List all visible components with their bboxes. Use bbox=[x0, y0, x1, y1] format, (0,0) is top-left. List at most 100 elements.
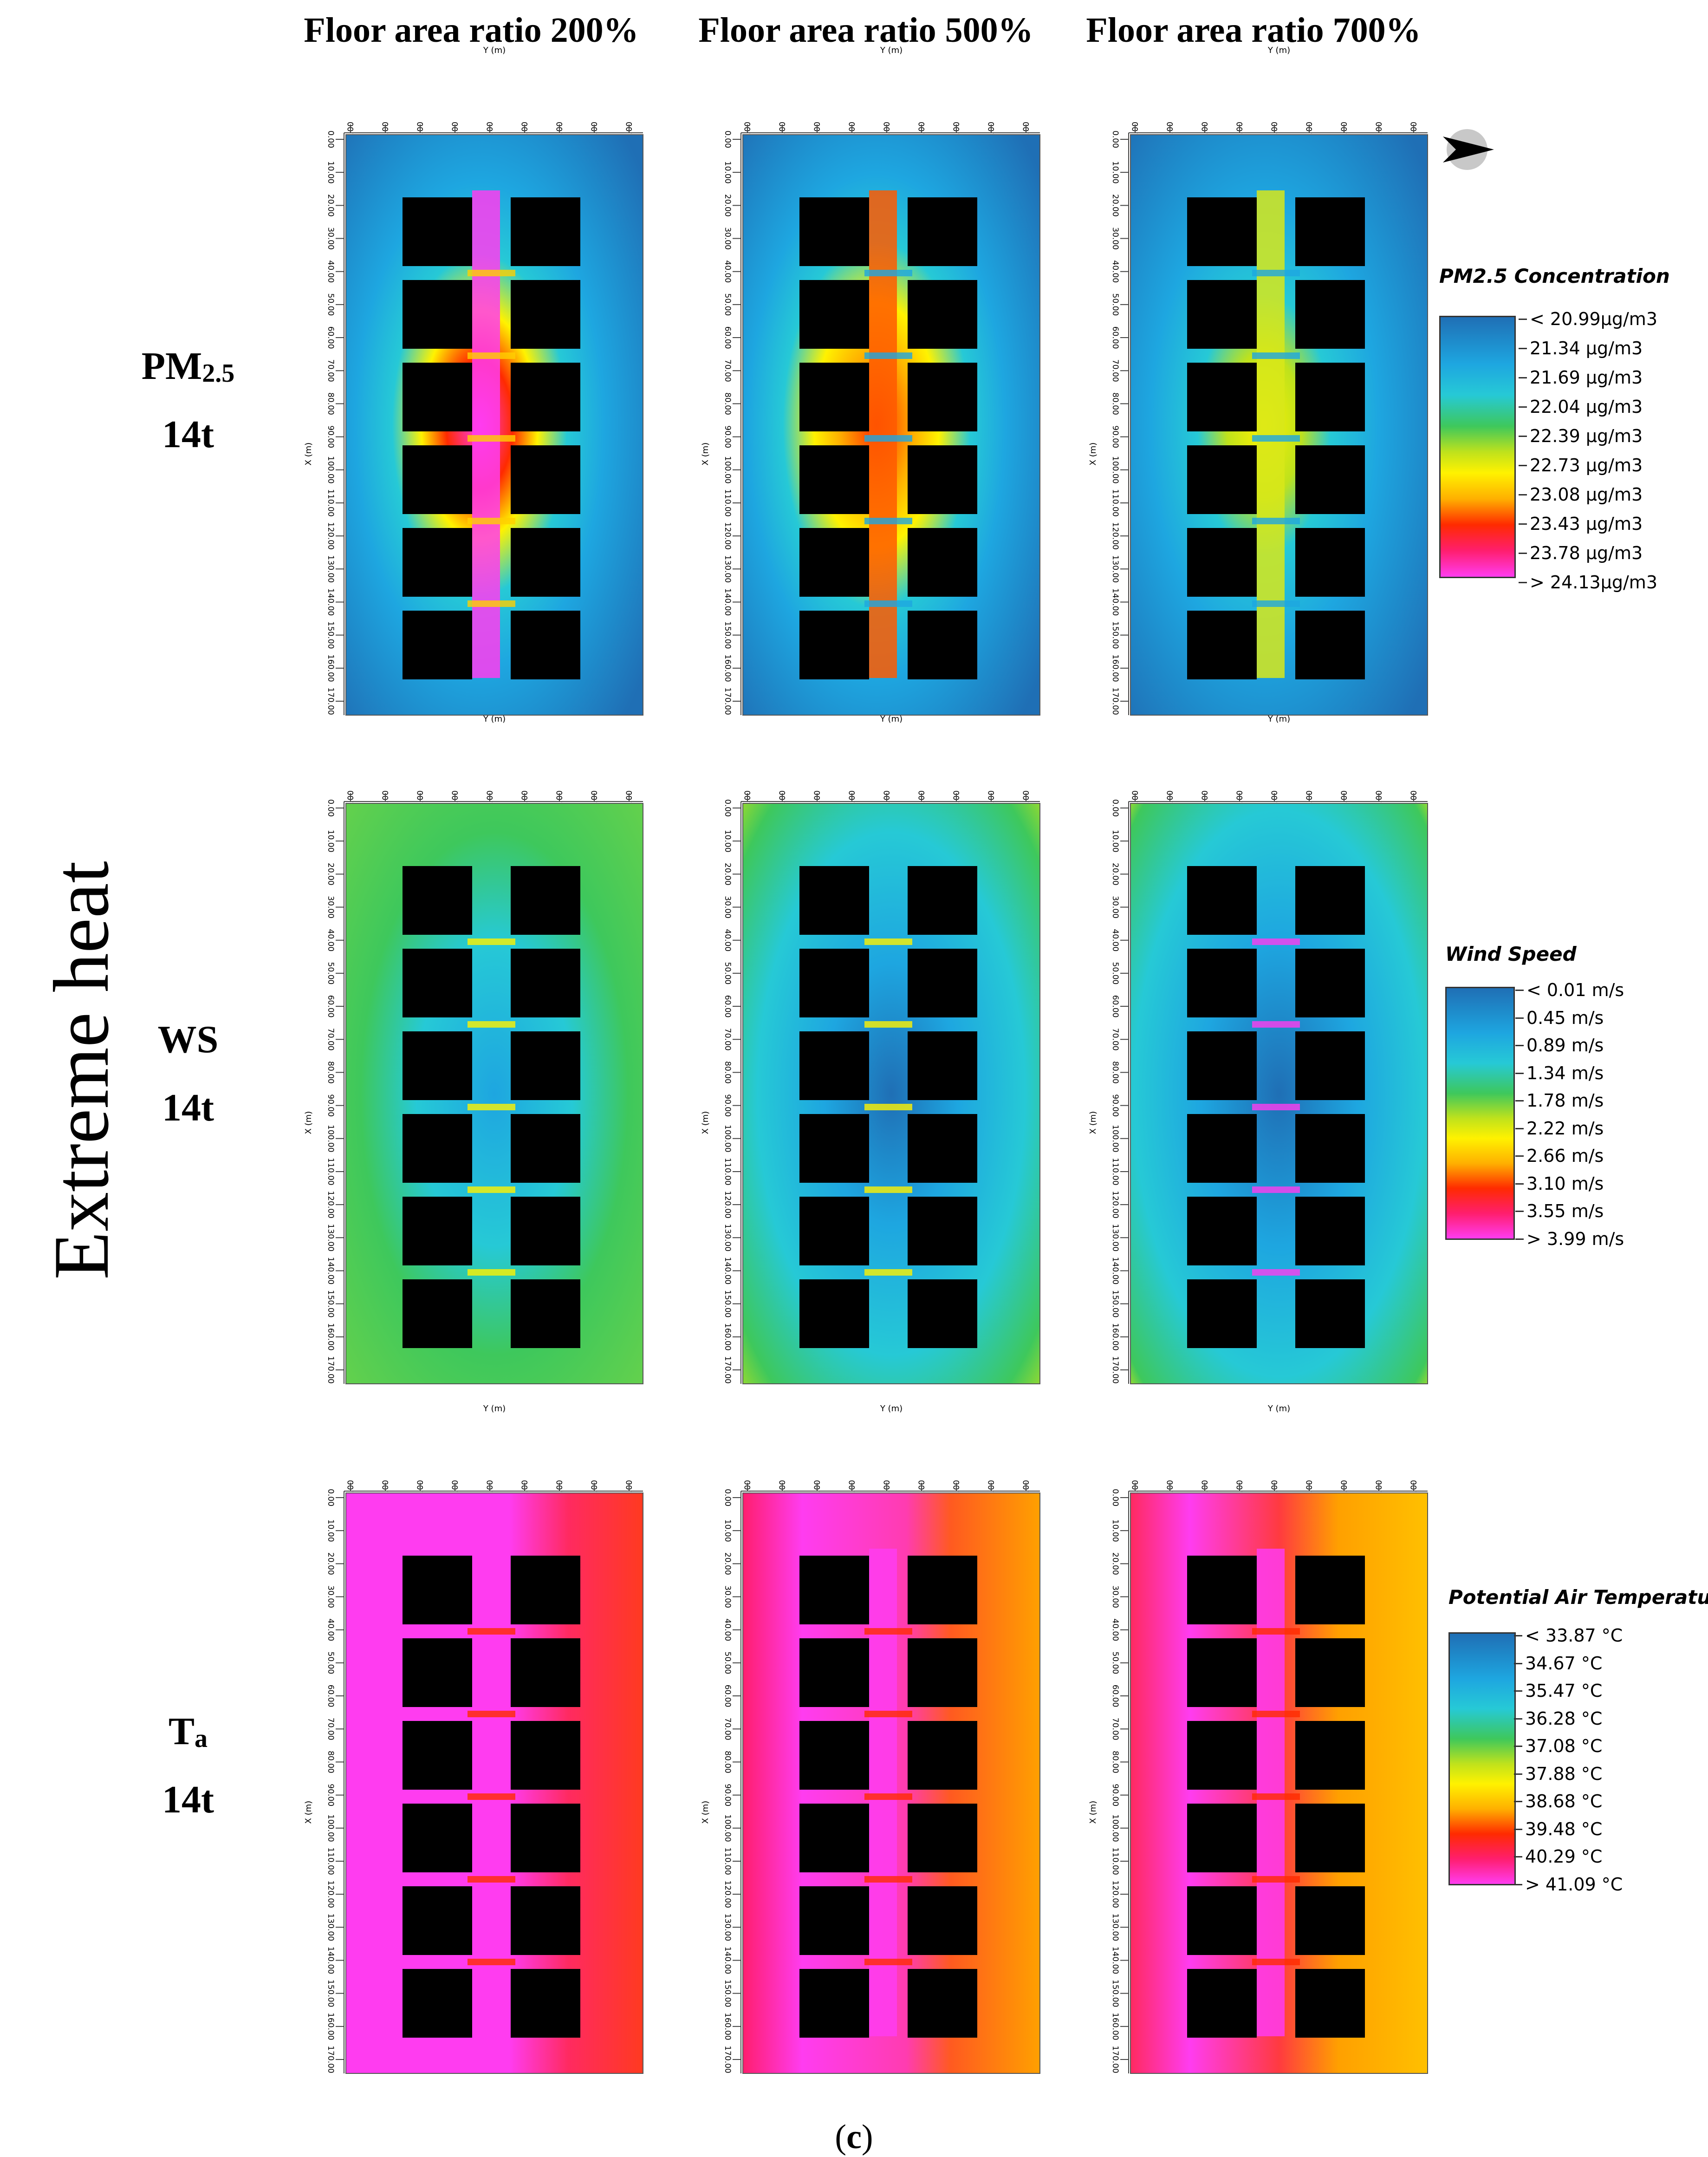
gap-flow-streak bbox=[864, 352, 912, 359]
x-tick-label: 110.00 bbox=[1111, 1847, 1120, 1875]
x-tick-label: 140.00 bbox=[723, 588, 732, 616]
building-block bbox=[511, 611, 580, 679]
gap-flow-streak bbox=[1252, 1793, 1300, 1800]
row-label-sub: 2.5 bbox=[202, 359, 235, 388]
x-tick-label: 70.00 bbox=[1111, 1718, 1120, 1740]
x-tick-label: 170.00 bbox=[1111, 687, 1120, 715]
building-block bbox=[799, 1556, 869, 1624]
x-tick-label: 20.00 bbox=[723, 1552, 732, 1575]
building-block bbox=[403, 611, 472, 679]
x-tick-label: 140.00 bbox=[723, 1257, 732, 1284]
building-block bbox=[511, 1969, 580, 2038]
row-label-time: 14t bbox=[162, 413, 214, 456]
x-tick-label: 80.00 bbox=[1111, 1061, 1120, 1084]
x-tick-label: 20.00 bbox=[1111, 194, 1120, 217]
x-tick-label: 90.00 bbox=[326, 1784, 335, 1806]
building-block bbox=[908, 611, 977, 679]
building-block bbox=[908, 1638, 977, 1707]
x-tick-label: 110.00 bbox=[1111, 489, 1120, 516]
x-tick-label: 0.00 bbox=[1111, 1489, 1120, 1506]
map-svg: Y (m)X (m)0.0010.0020.0030.0040.0050.006… bbox=[701, 1404, 1040, 2074]
x-tick-label: 100.00 bbox=[1111, 456, 1120, 483]
x-tick-label: 120.00 bbox=[326, 1191, 335, 1218]
gap-flow-streak bbox=[1252, 1959, 1300, 1965]
x-tick-label: 50.00 bbox=[326, 293, 335, 316]
y-axis-label: Y (m) bbox=[483, 46, 506, 55]
building-block bbox=[908, 866, 977, 935]
x-tick-label: 90.00 bbox=[1111, 1784, 1120, 1806]
x-tick-label: 150.00 bbox=[1111, 621, 1120, 649]
building-block bbox=[1295, 528, 1365, 597]
x-tick-label: 160.00 bbox=[723, 2013, 732, 2040]
x-tick-label: 110.00 bbox=[326, 1158, 335, 1185]
x-tick-label: 110.00 bbox=[1111, 1158, 1120, 1185]
legend-label: 2.66 m/s bbox=[1515, 1146, 1604, 1166]
gap-flow-streak bbox=[864, 270, 912, 276]
building-block bbox=[908, 445, 977, 514]
gap-flow-streak bbox=[468, 1959, 515, 1965]
legend-label: 38.68 °C bbox=[1513, 1791, 1603, 1812]
gap-flow-streak bbox=[864, 1186, 912, 1193]
legend-label: 0.45 m/s bbox=[1515, 1007, 1604, 1028]
building-block bbox=[799, 1279, 869, 1348]
x-tick-label: 110.00 bbox=[723, 1158, 732, 1185]
x-tick-label: 170.00 bbox=[723, 2046, 732, 2073]
building-block bbox=[403, 1114, 472, 1183]
gap-flow-streak bbox=[468, 1711, 515, 1717]
x-tick-label: 110.00 bbox=[723, 1847, 732, 1875]
x-tick-label: 30.00 bbox=[1111, 227, 1120, 250]
gap-flow-streak bbox=[864, 1959, 912, 1965]
x-tick-label: 70.00 bbox=[723, 1718, 732, 1740]
x-tick-label: 140.00 bbox=[723, 1947, 732, 1974]
row-label-time: 14t bbox=[162, 1086, 214, 1129]
building-block bbox=[1295, 1969, 1365, 2038]
x-tick-label: 90.00 bbox=[326, 425, 335, 448]
x-tick-label: 120.00 bbox=[723, 1880, 732, 1908]
map-svg: Y (m)X (m)0.0010.0020.0030.0040.0050.006… bbox=[304, 46, 643, 716]
x-tick-label: 60.00 bbox=[1111, 1685, 1120, 1707]
gap-flow-streak bbox=[468, 1186, 515, 1193]
gap-flow-streak bbox=[1252, 1186, 1300, 1193]
x-axis-label: X (m) bbox=[701, 443, 710, 466]
x-tick-label: 170.00 bbox=[723, 1356, 732, 1383]
legend-label: 23.43 µg/m3 bbox=[1518, 514, 1643, 534]
x-tick-label: 60.00 bbox=[723, 995, 732, 1018]
building-block bbox=[511, 363, 580, 431]
building-block bbox=[799, 1721, 869, 1790]
building-block bbox=[908, 363, 977, 431]
gap-flow-streak bbox=[468, 938, 515, 945]
x-tick-label: 100.00 bbox=[1111, 1814, 1120, 1842]
building-block bbox=[799, 445, 869, 514]
x-tick-label: 120.00 bbox=[326, 1880, 335, 1908]
y-axis-label: Y (m) bbox=[483, 714, 506, 724]
concentration-field bbox=[742, 803, 1040, 1384]
x-tick-label: 40.00 bbox=[1111, 1618, 1120, 1641]
x-tick-label: 20.00 bbox=[723, 194, 732, 217]
concentration-field bbox=[1130, 803, 1428, 1384]
x-axis-label: X (m) bbox=[1088, 1801, 1098, 1824]
legend-label: > 41.09 °C bbox=[1513, 1874, 1623, 1895]
legend-label: < 0.01 m/s bbox=[1515, 980, 1624, 1000]
x-tick-label: 0.00 bbox=[723, 1489, 732, 1506]
legend-title: Potential Air Temperature bbox=[1448, 1586, 1708, 1609]
x-tick-label: 60.00 bbox=[326, 326, 335, 349]
x-tick-label: 160.00 bbox=[1111, 1323, 1120, 1350]
building-block bbox=[908, 1721, 977, 1790]
map-svg: Y (m)X (m)0.0010.0020.0030.0040.0050.006… bbox=[701, 714, 1040, 1384]
legend-label: 37.88 °C bbox=[1513, 1763, 1603, 1784]
building-block bbox=[1187, 528, 1257, 597]
map-svg: Y (m)X (m)0.0010.0020.0030.0040.0050.006… bbox=[1088, 46, 1428, 716]
x-axis-label: X (m) bbox=[304, 1111, 313, 1134]
building-block bbox=[1295, 363, 1365, 431]
legend-label: 37.08 °C bbox=[1513, 1736, 1603, 1756]
x-tick-label: 140.00 bbox=[1111, 1947, 1120, 1974]
x-tick-label: 170.00 bbox=[723, 687, 732, 715]
building-block bbox=[511, 1279, 580, 1348]
building-block bbox=[799, 528, 869, 597]
gap-flow-streak bbox=[468, 1104, 515, 1110]
building-block bbox=[1187, 866, 1257, 935]
x-tick-label: 100.00 bbox=[723, 1814, 732, 1842]
gap-flow-streak bbox=[468, 600, 515, 607]
x-tick-label: 10.00 bbox=[723, 161, 732, 184]
building-block bbox=[908, 280, 977, 349]
